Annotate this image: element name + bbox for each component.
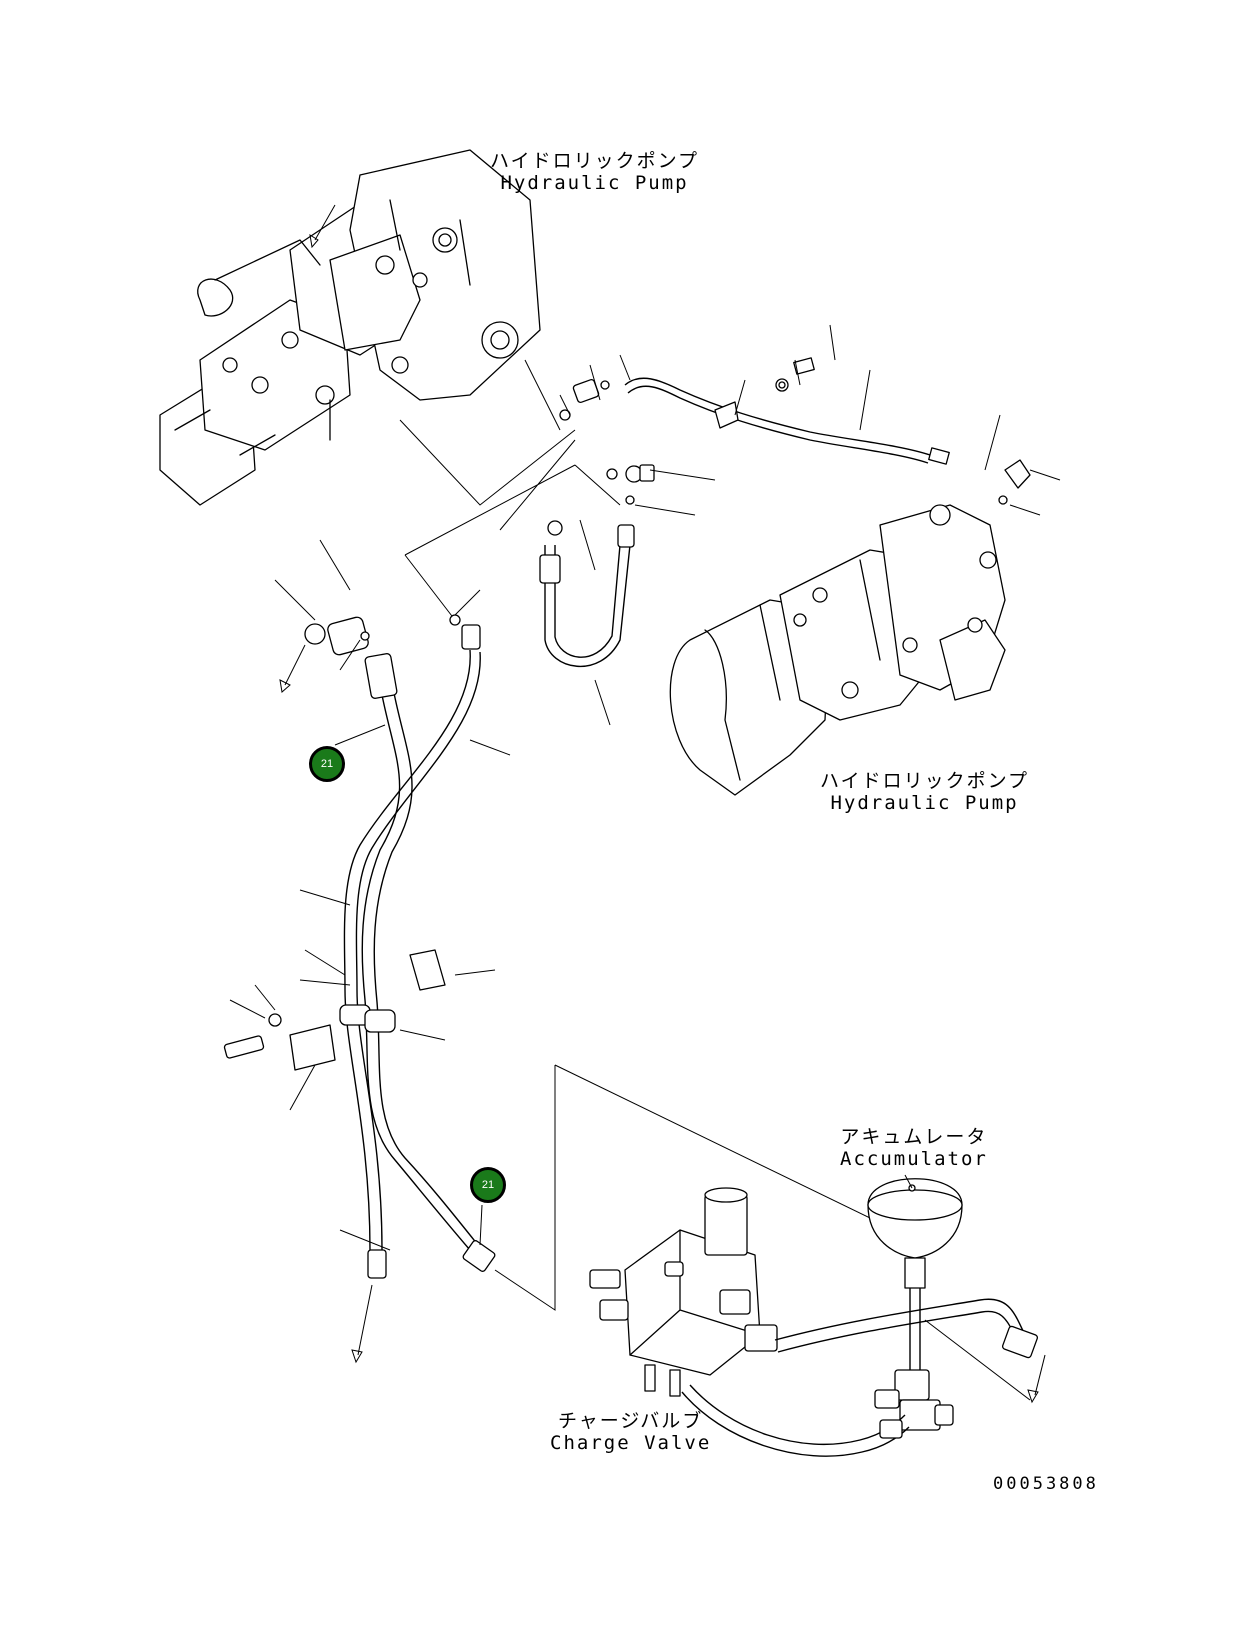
pump-right-label-en: Hydraulic Pump — [830, 792, 1019, 814]
pump-top-label-jp: ハイドロリックポンプ — [490, 150, 700, 172]
drawing-number: 00053808 — [993, 1474, 1099, 1494]
accumulator-label-en: Accumulator — [840, 1148, 988, 1170]
callout-badge-21[interactable]: 21 — [470, 1167, 506, 1203]
charge-valve[interactable] — [589, 1187, 778, 1397]
charge-valve-label-jp: チャージバルブ — [557, 1410, 704, 1432]
leader-lines-top — [399, 324, 1061, 726]
hydraulic-pump-right[interactable] — [669, 504, 1006, 796]
arrow-icon — [309, 233, 319, 249]
clamps-left[interactable] — [223, 616, 446, 1071]
pump-top-label: ハイドロリックポンプ Hydraulic Pump — [490, 150, 699, 194]
hose-upper-right[interactable] — [624, 377, 950, 465]
charge-piping[interactable] — [681, 1288, 1039, 1457]
hydraulic-pump-top[interactable] — [159, 149, 541, 506]
hose-left-secondary[interactable] — [343, 614, 481, 1279]
charge-valve-label: チャージバルブ Charge Valve — [550, 1410, 711, 1454]
leader-lines-left — [229, 539, 511, 1364]
pump-right-label-jp: ハイドロリックポンプ — [820, 770, 1030, 792]
leader-line — [314, 204, 336, 241]
accumulator-label-jp: アキュムレータ — [840, 1126, 988, 1148]
callout-badge-21[interactable]: 21 — [309, 746, 345, 782]
pump-right-label: ハイドロリックポンプ Hydraulic Pump — [820, 770, 1029, 814]
leader-lines-right — [904, 1174, 1046, 1404]
accumulator-label: アキュムレータ Accumulator — [840, 1126, 988, 1170]
fittings-top[interactable] — [559, 357, 1031, 505]
pump-top-label-en: Hydraulic Pump — [500, 172, 689, 194]
hose-center-u[interactable] — [539, 520, 635, 667]
charge-valve-label-en: Charge Valve — [550, 1432, 712, 1454]
hose-left-main[interactable] — [361, 653, 496, 1272]
accumulator[interactable] — [867, 1178, 963, 1289]
connection-line — [494, 1064, 906, 1311]
